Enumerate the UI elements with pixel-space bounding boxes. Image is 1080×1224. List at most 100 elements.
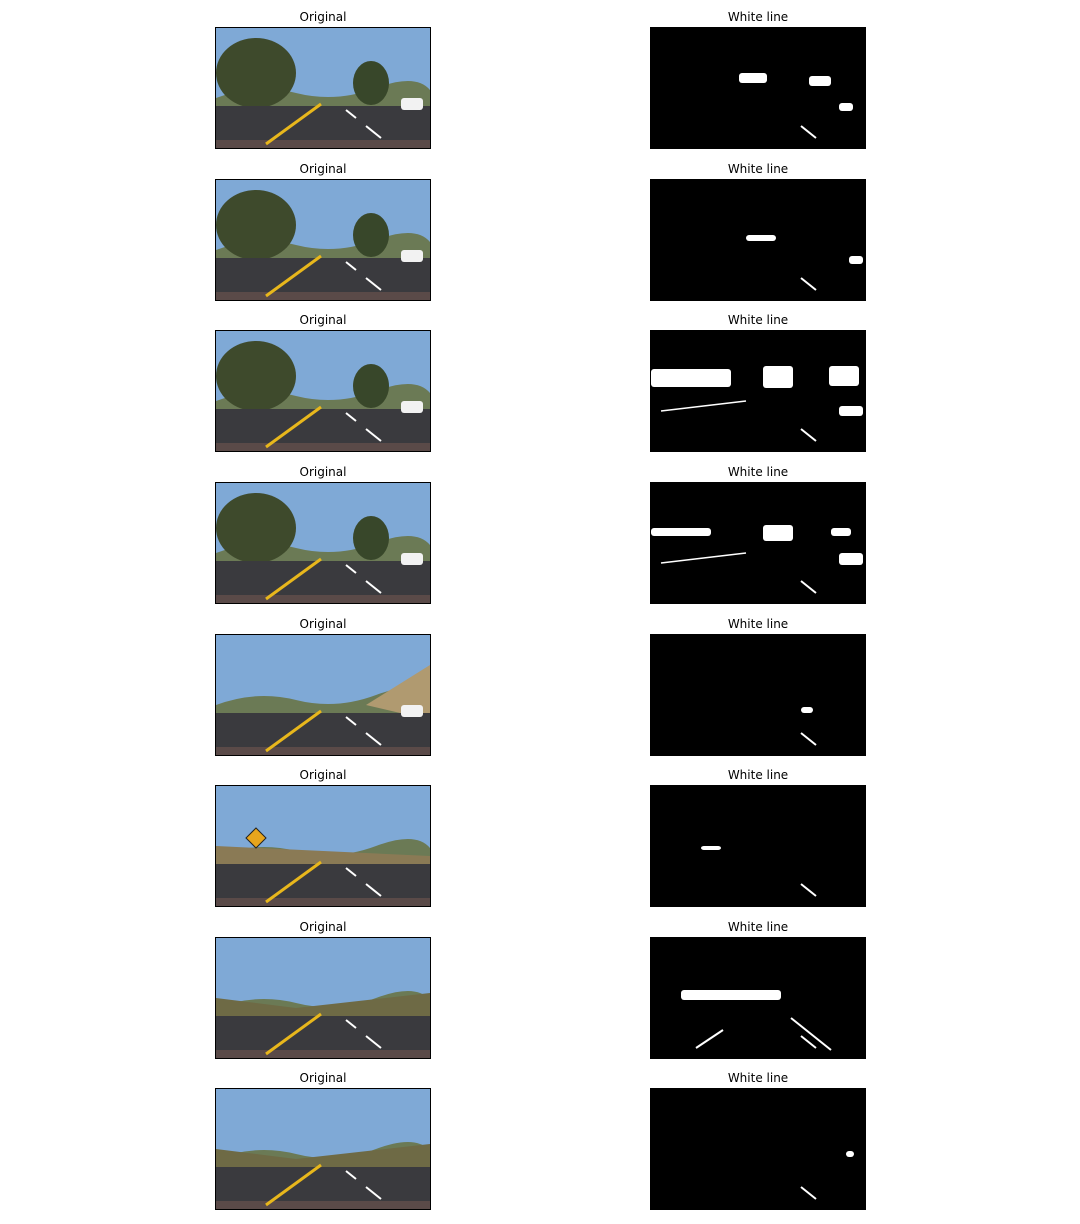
- white-blob: [829, 366, 859, 386]
- white-lane-line: [365, 732, 382, 746]
- lane-segment: [695, 1029, 724, 1049]
- road: [216, 409, 430, 451]
- road: [216, 258, 430, 300]
- original-image-svg: [216, 331, 430, 451]
- original-image: [215, 330, 431, 452]
- hood: [216, 1201, 430, 1209]
- white-lane-line: [365, 277, 382, 291]
- original-image: [215, 179, 431, 301]
- road: [216, 1016, 430, 1058]
- tree: [216, 493, 296, 563]
- road: [216, 561, 430, 603]
- white-blob: [801, 707, 813, 713]
- warning-sign: [245, 827, 267, 849]
- mask-image: [650, 937, 866, 1059]
- mask-background: [651, 635, 865, 755]
- white-lane-line: [345, 867, 357, 877]
- mask-image-svg: [651, 635, 865, 755]
- road: [216, 713, 430, 755]
- white-blob: [651, 369, 731, 387]
- tree: [353, 364, 389, 408]
- original-title: Original: [299, 768, 347, 782]
- hood: [216, 140, 430, 148]
- tree: [353, 213, 389, 257]
- hills: [216, 1144, 430, 1169]
- white-lane-line: [365, 580, 382, 594]
- lane-segment: [660, 552, 747, 564]
- original-title: Original: [299, 920, 347, 934]
- mask-title: White line: [727, 10, 789, 24]
- white-blob: [809, 76, 831, 86]
- white-lane-line: [345, 716, 357, 726]
- yellow-lane-line: [265, 1012, 322, 1056]
- mask-image: [650, 1088, 866, 1210]
- lane-segment: [800, 428, 817, 442]
- hood: [216, 1050, 430, 1058]
- mask-title: White line: [727, 162, 789, 176]
- original-image: [215, 634, 431, 756]
- original-image-svg: [216, 1089, 430, 1209]
- original-image-svg: [216, 938, 430, 1058]
- original-title: Original: [299, 465, 347, 479]
- white-lane-line: [345, 109, 357, 119]
- white-lane-line: [365, 1186, 382, 1200]
- white-blob: [651, 528, 711, 536]
- car: [401, 553, 423, 565]
- original-image: [215, 937, 431, 1059]
- original-image-svg: [216, 635, 430, 755]
- lane-segment: [800, 732, 817, 746]
- mask-image-svg: [651, 938, 865, 1058]
- mask-image: [650, 785, 866, 907]
- yellow-lane-line: [265, 102, 322, 146]
- original-title: Original: [299, 1071, 347, 1085]
- mask-image: [650, 634, 866, 756]
- mask-title: White line: [727, 313, 789, 327]
- lane-segment: [800, 125, 817, 139]
- mask-title: White line: [727, 1071, 789, 1085]
- original-title: Original: [299, 162, 347, 176]
- mask-image-svg: [651, 180, 865, 300]
- lane-segment: [660, 400, 747, 412]
- yellow-lane-line: [265, 709, 322, 753]
- yellow-lane-line: [265, 405, 322, 449]
- mask-background: [651, 1089, 865, 1209]
- white-blob: [763, 525, 793, 541]
- original-image-svg: [216, 786, 430, 906]
- original-image: [215, 27, 431, 149]
- white-blob: [831, 528, 851, 536]
- white-blob: [839, 406, 863, 416]
- mask-image-svg: [651, 786, 865, 906]
- mask-title: White line: [727, 617, 789, 631]
- road: [216, 106, 430, 148]
- tree: [216, 341, 296, 411]
- yellow-lane-line: [265, 254, 322, 298]
- mask-title: White line: [727, 768, 789, 782]
- hood: [216, 443, 430, 451]
- tree: [216, 38, 296, 108]
- yellow-lane-line: [265, 1163, 322, 1207]
- original-image: [215, 1088, 431, 1210]
- hood: [216, 595, 430, 603]
- road: [216, 864, 430, 906]
- hood: [216, 292, 430, 300]
- white-blob: [839, 103, 853, 111]
- white-lane-line: [365, 428, 382, 442]
- original-image: [215, 482, 431, 604]
- road: [216, 1167, 430, 1209]
- white-blob: [746, 235, 776, 241]
- white-lane-line: [345, 1170, 357, 1180]
- white-blob: [839, 553, 863, 565]
- original-image-svg: [216, 483, 430, 603]
- mask-background: [651, 483, 865, 603]
- lane-segment: [800, 277, 817, 291]
- original-image-svg: [216, 28, 430, 148]
- hills: [216, 993, 430, 1018]
- white-blob: [849, 256, 863, 264]
- original-image: [215, 785, 431, 907]
- lane-segment: [800, 580, 817, 594]
- original-title: Original: [299, 10, 347, 24]
- original-title: Original: [299, 617, 347, 631]
- car: [401, 98, 423, 110]
- mask-image: [650, 27, 866, 149]
- mask-image-svg: [651, 28, 865, 148]
